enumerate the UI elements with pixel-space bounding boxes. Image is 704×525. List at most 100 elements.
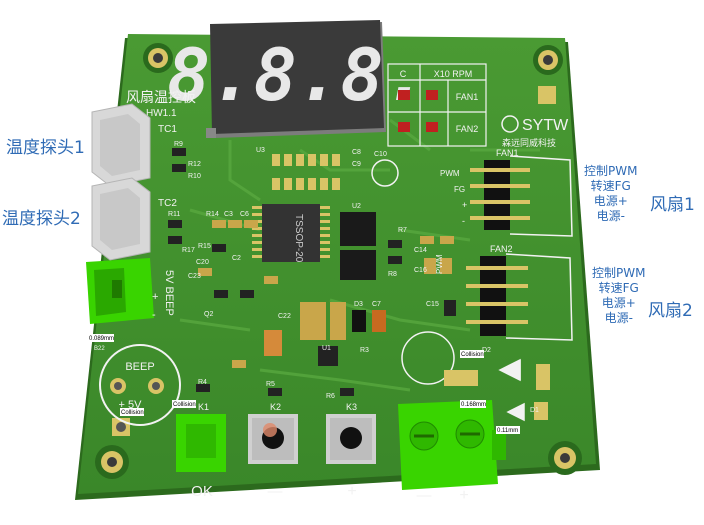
ref-c15: C15 <box>426 301 439 308</box>
fan2-pin-pwm: 控制PWM <box>592 266 646 280</box>
ref-r6: R6 <box>326 393 335 400</box>
label-fan-2: 风扇2 <box>648 301 693 321</box>
label-temp-probe-2: 温度探头2 <box>2 209 81 229</box>
dim-168: 0.168mm <box>461 402 486 408</box>
ref-c14: C14 <box>414 247 427 254</box>
ref-u3: U3 <box>256 147 265 154</box>
fan1-header <box>470 155 573 237</box>
table-fan1: FAN1 <box>456 92 479 102</box>
smd-components <box>168 148 456 396</box>
terminal-minus-silk: — <box>417 487 432 504</box>
brand-logo-text: SYTW <box>522 117 569 134</box>
ref-c22: C22 <box>278 313 291 320</box>
fan1-pwm-silk: PWM <box>440 169 460 178</box>
ref-c10: C10 <box>374 151 387 158</box>
fan1-pin-vminus: 电源- <box>596 209 625 223</box>
ref-c23: C23 <box>188 273 201 280</box>
k3-silk: K3 <box>346 402 357 412</box>
fan2-pin-vplus: 电源+ <box>601 296 636 310</box>
ref-c2: C2 <box>232 255 241 262</box>
table-fan2: FAN2 <box>456 124 479 134</box>
button-ok-green <box>176 414 226 472</box>
fan2-pin-vminus: 电源- <box>604 311 633 325</box>
seven-segment-display: 8.8.8. <box>167 20 427 138</box>
ref-c8: C8 <box>352 149 361 156</box>
display-digits: 8.8.8. <box>167 33 427 117</box>
power-input-connector <box>86 258 154 324</box>
header-strip <box>272 154 340 190</box>
fan1-silk: FAN1 <box>496 148 519 158</box>
ref-d3: D3 <box>354 301 363 308</box>
mounting-holes <box>95 43 582 479</box>
ref-r11: R11 <box>168 211 180 218</box>
collision-1: Collision <box>173 402 196 408</box>
overlay-b22: B22 <box>94 346 105 352</box>
ref-r12: R12 <box>188 161 201 168</box>
fan2-pwm-silk: PWM <box>435 254 444 274</box>
button-k2 <box>248 414 298 464</box>
ref-c16: C16 <box>414 267 427 274</box>
table-rpm: X10 RPM <box>434 69 473 79</box>
ref-r9: R9 <box>174 141 183 148</box>
ref-r7: R7 <box>398 227 407 234</box>
supply-plus: + <box>152 291 158 303</box>
ref-c6: C6 <box>240 211 249 218</box>
brand-cn: 森远同威科技 <box>502 137 556 148</box>
label-temp-probe-1: 温度探头1 <box>6 138 85 158</box>
buzzer-title: BEEP <box>125 361 154 373</box>
capacitor-c10 <box>371 159 399 187</box>
fan1-pin-list: 控制PWM 转速FG 电源+ 电源- <box>584 164 637 224</box>
fan2-pin-fg: 转速FG <box>598 281 639 295</box>
ref-q2: Q2 <box>204 311 213 318</box>
ref-r15: R15 <box>198 243 211 250</box>
tc2-label: TC2 <box>158 198 177 209</box>
dim-089: 0.089mm <box>89 336 114 342</box>
ref-c20: C20 <box>196 259 209 266</box>
ref-designators: R9 R12 R10 R11 R17 R14 C3 C6 R15 C20 C23… <box>168 141 539 414</box>
ref-r17: R17 <box>182 247 195 254</box>
button-k3 <box>326 414 376 464</box>
status-leds <box>398 90 438 132</box>
dim-11: 0.11mm <box>497 428 518 434</box>
board-title: 风扇温控板 <box>126 89 196 105</box>
ref-r5: R5 <box>266 381 275 388</box>
supply-label: 5V BEEP <box>163 270 175 316</box>
fan1-plus-silk: + <box>462 200 467 210</box>
main-ic <box>252 204 330 262</box>
k2-silk: K2 <box>270 402 281 412</box>
supply-minus: - <box>152 309 156 321</box>
tc2-connector <box>91 177 151 261</box>
label-fan-1: 风扇1 <box>650 195 695 215</box>
brand-logo: SYTW 森远同威科技 <box>501 115 569 148</box>
fan2-header <box>466 253 573 341</box>
ref-r14: R14 <box>206 211 219 218</box>
fan1-fg-silk: FG <box>454 185 465 194</box>
collision-2: Collision <box>121 410 144 416</box>
ref-r8: R8 <box>388 271 397 278</box>
tc1-connector <box>91 103 151 187</box>
collision-3: Collision <box>461 352 484 358</box>
ref-d2: D2 <box>482 347 491 354</box>
dimension-overlays: 0.089mm B22 Collision Collision Collisio… <box>88 334 520 434</box>
fan2-pin-list: 控制PWM 转速FG 电源+ 电源- <box>592 266 645 326</box>
ref-u2: U2 <box>352 203 361 210</box>
fan1-pin-pwm: 控制PWM <box>584 164 638 178</box>
ref-c9: C9 <box>352 161 361 168</box>
fan1-pin-vplus: 电源+ <box>593 194 628 208</box>
ref-u1: U1 <box>322 345 331 352</box>
diode-area <box>401 331 525 422</box>
tc1-label: TC1 <box>158 124 177 135</box>
ic-main-label: TSSOP-20 <box>293 214 304 263</box>
terminal-plus-silk: + <box>459 487 468 504</box>
fan2-silk: FAN2 <box>490 244 513 254</box>
ref-r4: R4 <box>198 379 207 386</box>
fan1-minus-silk: - <box>462 216 465 226</box>
ref-r3: R3 <box>360 347 369 354</box>
ok-silk: OK <box>191 483 213 500</box>
ref-d1: D1 <box>530 407 539 414</box>
ref-c7: C7 <box>372 301 381 308</box>
minus-silk: — <box>268 483 283 500</box>
k1-silk: K1 <box>198 402 209 412</box>
driver-ic <box>340 212 376 280</box>
